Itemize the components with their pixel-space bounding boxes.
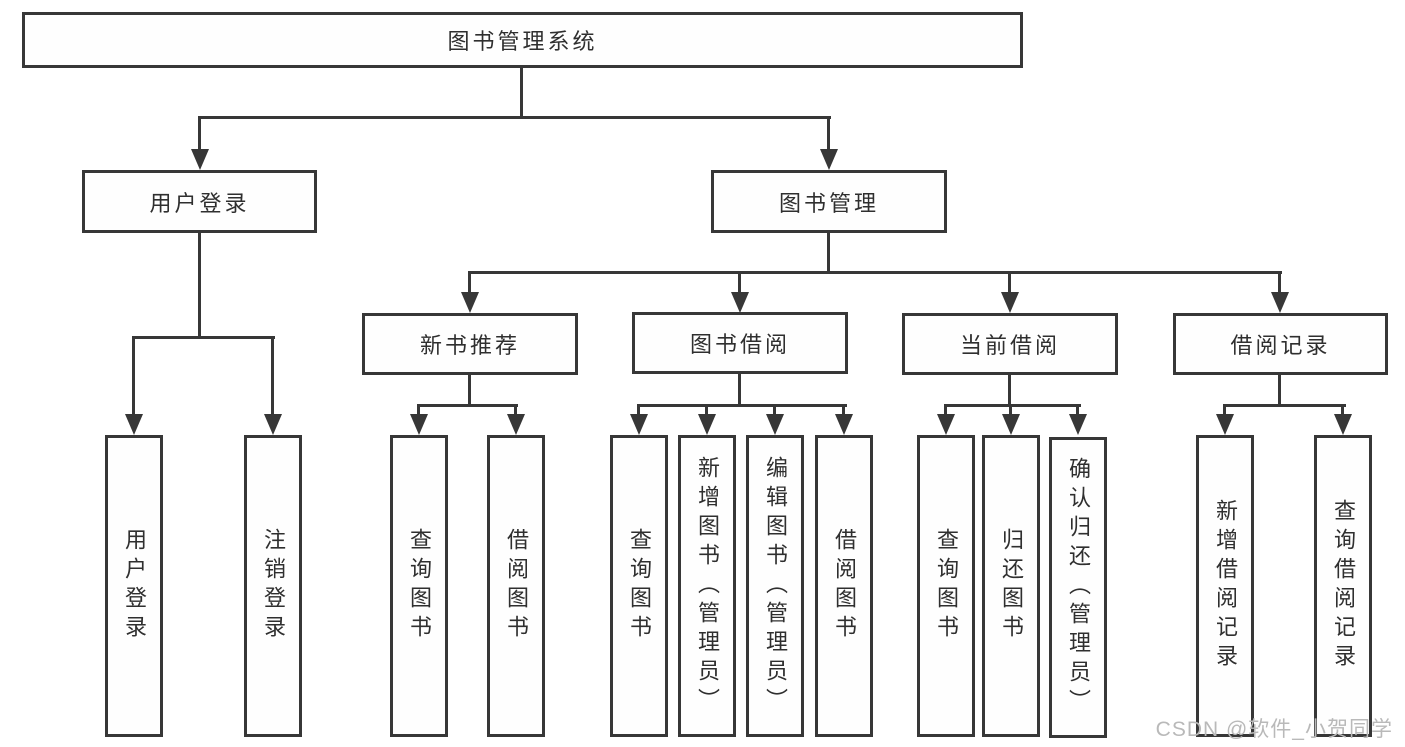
- arrow-to-leaf-add-book: [698, 404, 716, 435]
- arrow-to-leaf-query-books-1: [410, 404, 428, 435]
- leaf-query-books-1: 查询图书: [390, 435, 448, 737]
- arrow-to-leaf-edit-book: [766, 404, 784, 435]
- connector-user-login-branch: [132, 336, 275, 339]
- node-library-management-system: 图书管理系统: [22, 12, 1023, 68]
- arrow-to-current-borrow: [1001, 271, 1019, 313]
- leaf-logout-login: 注销登录: [244, 435, 302, 737]
- arrow-to-leaf-logout: [264, 336, 282, 435]
- connector-book-management-stem: [827, 233, 830, 273]
- node-borrow-records: 借阅记录: [1173, 313, 1388, 375]
- arrow-to-user-login: [191, 116, 209, 170]
- connector-user-login-stem: [198, 233, 201, 338]
- leaf-return-books: 归还图书: [982, 435, 1040, 737]
- csdn-watermark: CSDN @软件_小贺同学: [1155, 718, 1393, 741]
- leaf-user-login: 用户登录: [105, 435, 163, 737]
- connector-borrow-records-branch: [1223, 404, 1346, 407]
- node-book-borrow: 图书借阅: [632, 312, 848, 374]
- node-current-borrow: 当前借阅: [902, 313, 1118, 375]
- arrow-to-leaf-query-borrow-record: [1334, 404, 1352, 435]
- arrow-to-leaf-user-login: [125, 336, 143, 435]
- leaf-add-borrow-record: 新增借阅记录: [1196, 435, 1254, 737]
- leaf-edit-book-admin: 编辑图书（管理员）: [746, 435, 804, 737]
- connector-current-borrow-branch: [944, 404, 1081, 407]
- arrow-to-leaf-borrow-books-1: [507, 404, 525, 435]
- arrow-to-leaf-confirm-return: [1069, 404, 1087, 435]
- arrow-to-leaf-return-books: [1002, 404, 1020, 435]
- leaf-add-book-admin: 新增图书（管理员）: [678, 435, 736, 737]
- arrow-to-book-management: [820, 116, 838, 170]
- arrow-to-book-borrow: [731, 271, 749, 313]
- node-user-login: 用户登录: [82, 170, 317, 233]
- arrow-to-leaf-add-borrow-record: [1216, 404, 1234, 435]
- arrow-to-new-book-recommend: [461, 271, 479, 313]
- connector-root-stem: [520, 68, 523, 118]
- connector-root-branch: [199, 116, 831, 119]
- connector-book-management-branch: [468, 271, 1282, 274]
- node-book-management: 图书管理: [711, 170, 947, 233]
- leaf-query-books-3: 查询图书: [917, 435, 975, 737]
- leaf-query-borrow-record: 查询借阅记录: [1314, 435, 1372, 737]
- connector-book-borrow-branch: [637, 404, 847, 407]
- node-new-book-recommend: 新书推荐: [362, 313, 578, 375]
- leaf-query-books-2: 查询图书: [610, 435, 668, 737]
- arrow-to-borrow-records: [1271, 271, 1289, 313]
- leaf-borrow-books-2: 借阅图书: [815, 435, 873, 737]
- arrow-to-leaf-borrow-books-2: [835, 404, 853, 435]
- arrow-to-leaf-query-books-2: [630, 404, 648, 435]
- connector-new-book-branch: [417, 404, 518, 407]
- leaf-confirm-return-admin: 确认归还（管理员）: [1049, 437, 1107, 738]
- arrow-to-leaf-query-books-3: [937, 404, 955, 435]
- connector-borrow-records-stem: [1278, 375, 1281, 407]
- connector-book-borrow-stem: [738, 374, 741, 407]
- leaf-borrow-books-1: 借阅图书: [487, 435, 545, 737]
- connector-current-borrow-stem: [1008, 375, 1011, 407]
- connector-new-book-stem: [468, 375, 471, 407]
